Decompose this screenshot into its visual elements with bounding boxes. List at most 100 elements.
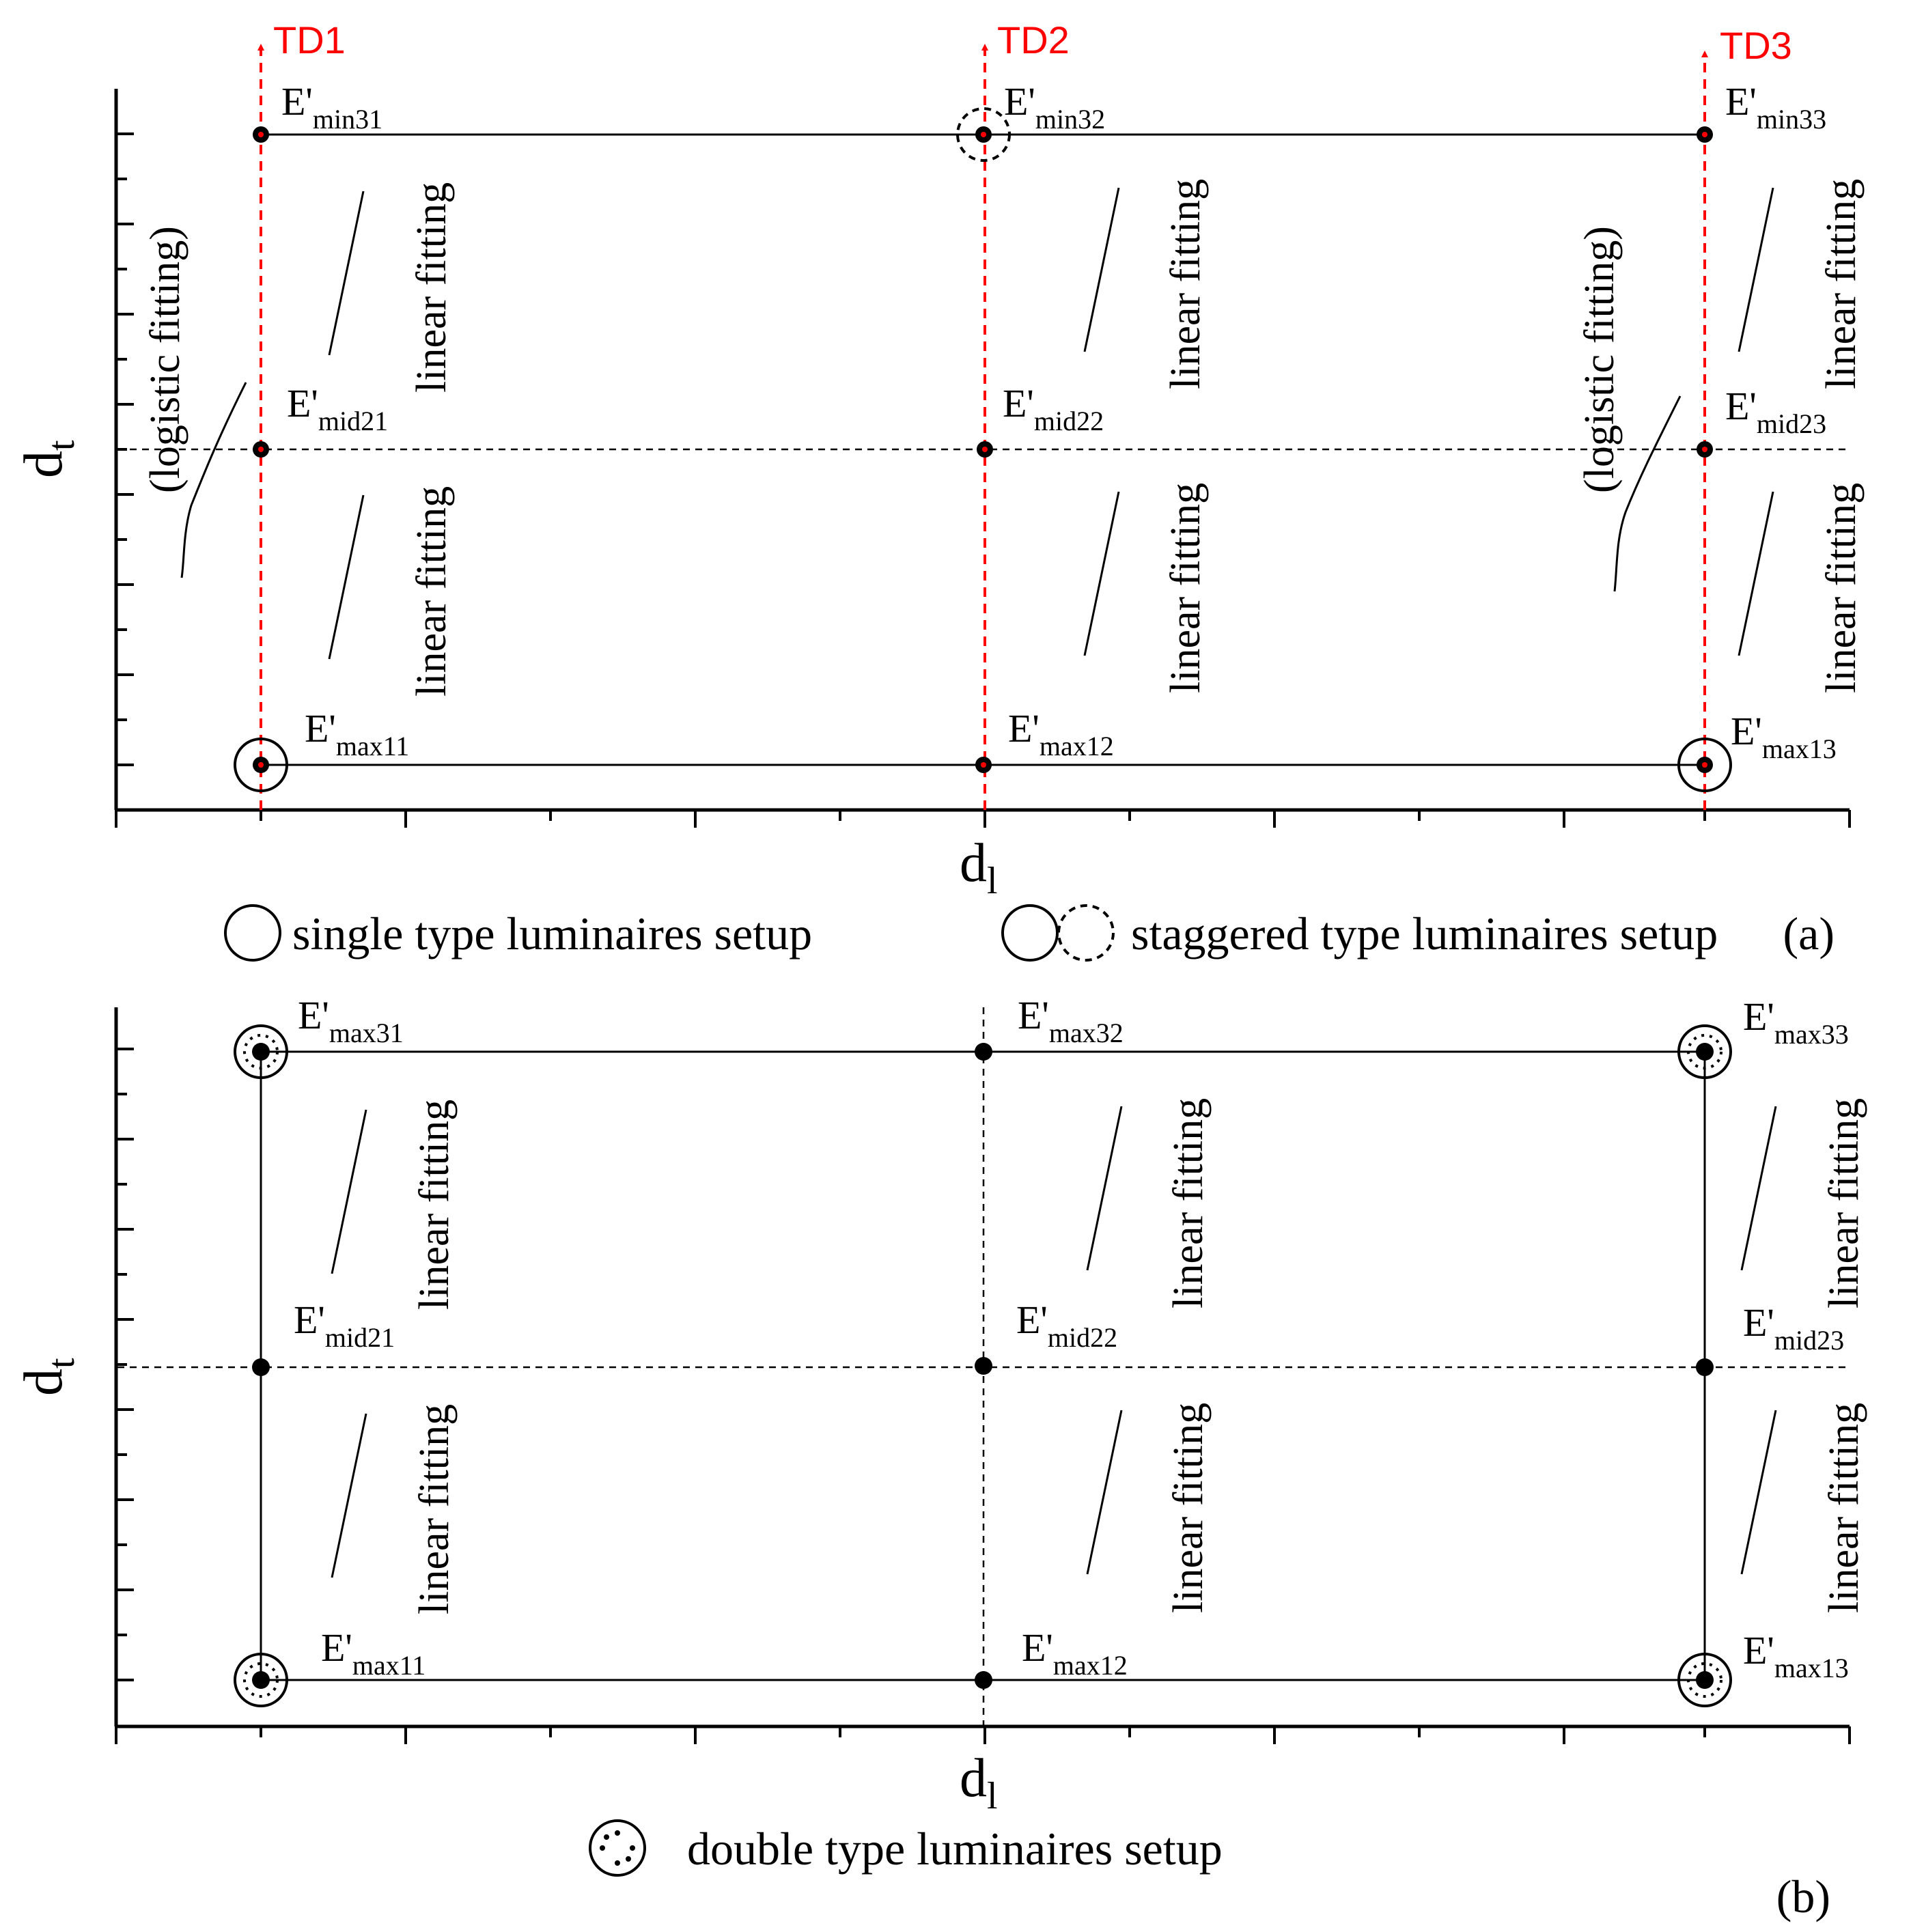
fit-stroke [1738, 491, 1774, 656]
point-max32 [975, 1043, 992, 1061]
fit-label-linear: linear fitting [1162, 483, 1209, 693]
legend-single-icon [224, 904, 281, 962]
logistic-curve [180, 382, 247, 578]
single-luminaire-marker [234, 738, 288, 792]
double-luminaire-inner [243, 1662, 279, 1698]
td-point-marker [1702, 447, 1707, 452]
fit-stroke [331, 1413, 367, 1578]
fit-stroke [1740, 1410, 1777, 1575]
label-mid23: E'mid23 [1725, 384, 1826, 439]
legend-single-text: single type luminaires setup [292, 908, 812, 960]
double-luminaire-marker [1677, 1024, 1732, 1079]
legend-staggered-text: staggered type luminaires setup [1131, 908, 1718, 960]
fit-stroke [331, 1109, 367, 1274]
panel-b-points [252, 1043, 1714, 1689]
point-max31 [252, 1043, 270, 1061]
panel-a-x-axis-label: dl [960, 833, 998, 902]
legend-staggered-icon-dashed [1057, 904, 1115, 962]
legend-staggered-icon-solid [1001, 904, 1059, 962]
double-luminaire-inner [1687, 1034, 1722, 1069]
fit-stroke [1083, 491, 1120, 656]
fit-label-linear: linear fitting [1821, 1098, 1867, 1308]
td-point-marker [981, 762, 986, 768]
fit-label-logistic: (logistic fitting) [142, 226, 189, 493]
logistic-curve [1613, 395, 1682, 592]
panel-a-fit-strokes [180, 187, 1774, 660]
fit-stroke [328, 494, 365, 660]
fit-label-linear: linear fitting [1818, 483, 1865, 693]
label-min31: E'min31 [281, 79, 382, 135]
single-luminaire-marker [1677, 738, 1732, 792]
td-point-marker [1702, 132, 1707, 137]
td-point-marker [982, 447, 988, 452]
point-max33 [1696, 1043, 1714, 1061]
point-mid21 [252, 1358, 270, 1376]
label-mid23: E'mid23 [1743, 1300, 1844, 1356]
td1-label: TD1 [273, 18, 346, 61]
fit-stroke [1740, 1106, 1777, 1271]
staggered-luminaire-marker [956, 107, 1011, 162]
label-max12: E'max12 [1008, 706, 1114, 761]
legend-double-icon-dots [600, 1830, 635, 1866]
point-mid23 [1696, 1358, 1714, 1376]
td-point-marker [258, 447, 264, 452]
label-max13: E'max13 [1743, 1628, 1849, 1683]
fit-stroke [1738, 187, 1774, 352]
panel-b-y-axis-label: dt [14, 1358, 83, 1396]
label-min32: E'min32 [1004, 79, 1105, 135]
label-max33: E'max33 [1743, 994, 1849, 1050]
legend-dot [626, 1856, 631, 1862]
panel-a: TD1 TD2 TD3 [14, 18, 1865, 962]
double-luminaire-inner [243, 1034, 279, 1069]
point-mid22 [975, 1357, 992, 1375]
label-mid22: E'mid22 [1016, 1298, 1117, 1353]
fit-stroke [328, 191, 365, 356]
label-min33: E'min33 [1725, 79, 1826, 135]
legend-double-icon [589, 1819, 646, 1877]
panel-b-y-ticks [116, 1048, 134, 1681]
double-luminaire-marker [234, 1024, 288, 1079]
label-mid21: E'mid21 [294, 1298, 395, 1353]
point-max13 [1696, 1671, 1714, 1689]
fit-label-linear: linear fitting [411, 1100, 458, 1310]
label-mid21: E'mid21 [287, 381, 388, 436]
panel-a-y-ticks [116, 132, 134, 766]
double-luminaire-marker [1677, 1653, 1732, 1707]
td-point-marker [1702, 762, 1707, 768]
fit-label-linear: linear fitting [1165, 1098, 1212, 1308]
panel-b-double-markers [234, 1024, 1732, 1707]
panel-b-double-inner [243, 1034, 1722, 1698]
td-point-marker [258, 762, 264, 768]
fit-stroke [1086, 1106, 1123, 1271]
fit-label-linear: linear fitting [411, 1404, 458, 1614]
fit-label-linear: linear fitting [408, 182, 455, 393]
fit-label-linear: linear fitting [1162, 179, 1209, 389]
panel-a-label: (a) [1783, 908, 1835, 960]
td3-label: TD3 [1720, 24, 1792, 67]
legend-dot [630, 1845, 635, 1851]
double-luminaire-marker [234, 1653, 288, 1707]
legend-double-text: double type luminaires setup [687, 1823, 1223, 1875]
panel-b-fit-strokes [331, 1106, 1777, 1578]
td-point-marker [258, 132, 264, 137]
fit-label-linear: linear fitting [1821, 1403, 1867, 1613]
fit-stroke [1086, 1410, 1123, 1575]
panel-b-x-ticks [115, 1726, 1851, 1744]
label-mid22: E'mid22 [1003, 381, 1104, 436]
fit-label-logistic: (logistic fitting) [1576, 226, 1623, 493]
point-max12 [975, 1671, 992, 1689]
td-point-marker [981, 132, 986, 137]
panel-a-y-axis-label: dt [14, 440, 83, 478]
label-max12: E'max12 [1022, 1625, 1128, 1681]
legend-dot [600, 1845, 605, 1851]
panel-b: E'max31 E'max32 E'max33 E'mid21 E'mid22 … [14, 993, 1867, 1922]
label-max32: E'max32 [1018, 993, 1124, 1048]
point-max11 [252, 1671, 270, 1689]
label-max11: E'max11 [305, 706, 409, 761]
legend-dot [615, 1860, 620, 1866]
legend-dot [615, 1830, 620, 1836]
td2-label: TD2 [997, 18, 1070, 61]
label-max31: E'max31 [298, 993, 404, 1048]
label-max11: E'max11 [321, 1625, 426, 1681]
